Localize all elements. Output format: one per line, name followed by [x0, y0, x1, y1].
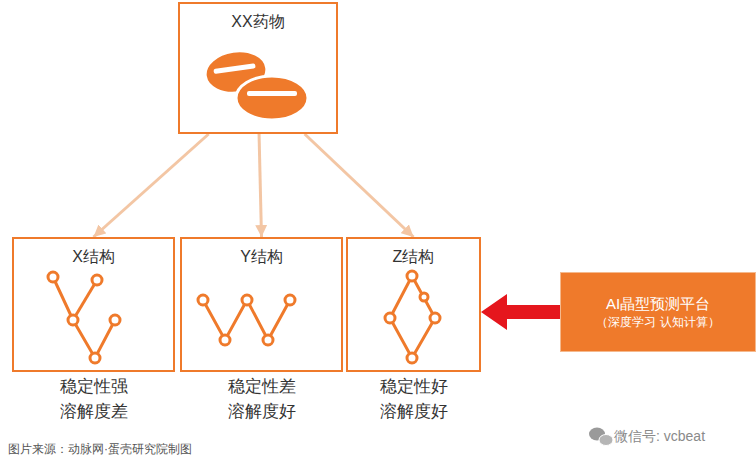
box-title: XX药物 [231, 11, 284, 33]
pill-illustration [202, 47, 308, 120]
branch-arrow [94, 134, 209, 237]
branch-arrow [305, 134, 414, 237]
property-caption: 稳定性差 溶解度好 [219, 374, 304, 424]
branch-arrow [259, 134, 261, 237]
platform-title: AI晶型预测平台 [606, 293, 710, 314]
z-molecule [390, 276, 435, 358]
wechat-icon [589, 428, 613, 446]
platform-box: AI晶型预测平台（深度学习 认知计算） [560, 272, 756, 352]
structure-box: Z结构稳定性好 溶解度好 [346, 237, 481, 372]
input-arrow [481, 294, 560, 330]
box-title: Z结构 [393, 246, 435, 268]
z-atoms [385, 271, 440, 363]
drug-box: XX药物 [178, 2, 338, 134]
structure-box: X结构稳定性强 溶解度差 [12, 237, 175, 372]
box-title: X结构 [72, 246, 115, 268]
x-molecule [53, 277, 115, 358]
property-caption: 稳定性好 溶解度好 [371, 374, 456, 424]
platform-subtitle: （深度学习 认知计算） [596, 314, 719, 331]
x-atoms [48, 272, 120, 363]
structure-box: Y结构稳定性差 溶解度好 [180, 237, 343, 372]
watermark: 微信号: vcbeat [614, 428, 705, 446]
y-atoms [198, 295, 295, 345]
source-note: 图片来源：动脉网·蛋壳研究院制图 [8, 441, 192, 458]
property-caption: 稳定性强 溶解度差 [51, 374, 136, 424]
box-title: Y结构 [240, 246, 283, 268]
